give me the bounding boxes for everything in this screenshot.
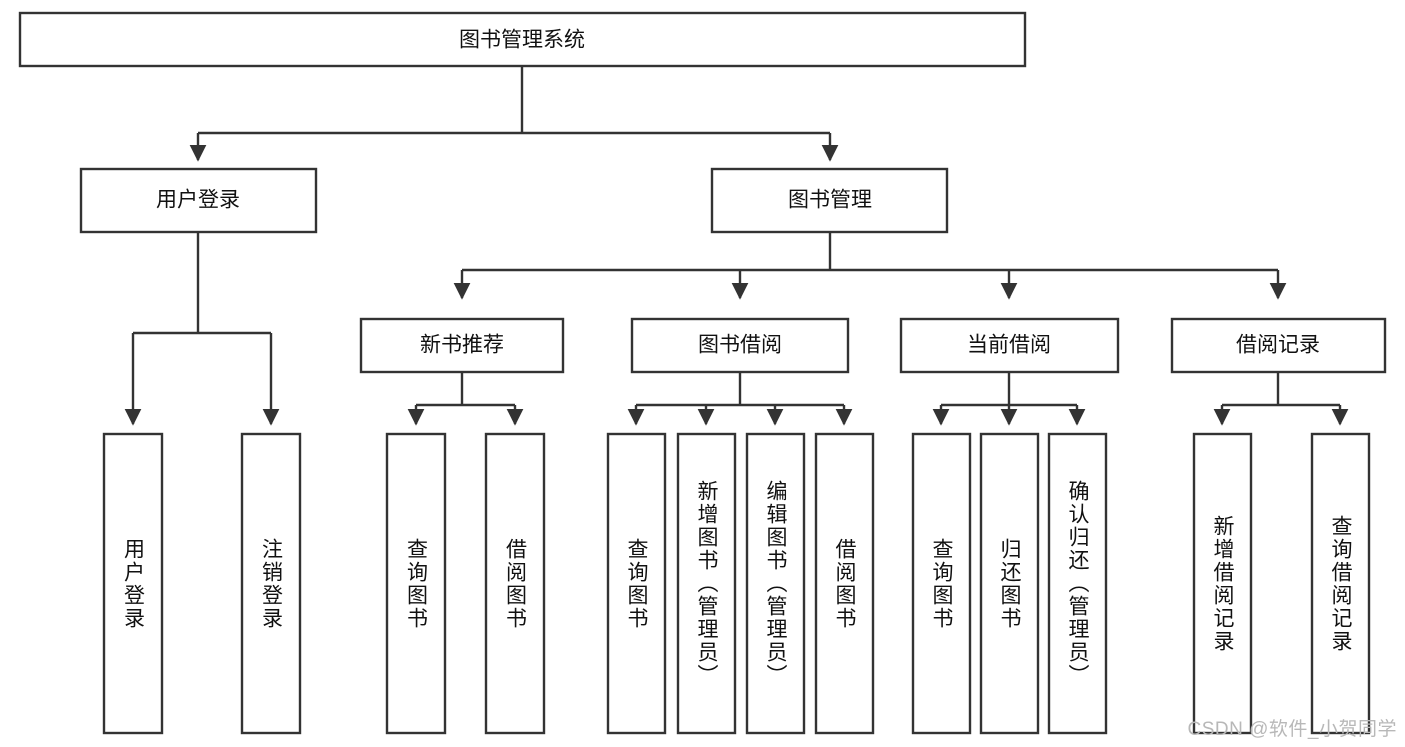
node-root[interactable]: 图书管理系统 bbox=[18, 11, 1027, 68]
node-book-manage[interactable]: 图书管理 bbox=[710, 167, 949, 234]
leaf-box-borrow-book-1[interactable] bbox=[484, 432, 546, 735]
leaf-box-add-book[interactable] bbox=[676, 432, 737, 735]
node-book-borrow-label: 图书借阅 bbox=[698, 334, 782, 357]
connector-bookborrow-to-leaves bbox=[627, 372, 853, 426]
node-current-borrow-label: 当前借阅 bbox=[967, 334, 1051, 357]
leaf-box-edit-book[interactable] bbox=[745, 432, 806, 735]
connector-borrowrecord-to-leaves bbox=[1213, 372, 1349, 426]
leaf-boxes bbox=[102, 432, 1371, 735]
leaf-box-return-book[interactable] bbox=[979, 432, 1040, 735]
leaf-box-add-record[interactable] bbox=[1192, 432, 1253, 735]
node-current-borrow[interactable]: 当前借阅 bbox=[899, 317, 1120, 374]
leaf-box-query-book-2[interactable] bbox=[606, 432, 667, 735]
leaf-box-query-record[interactable] bbox=[1310, 432, 1371, 735]
node-book-manage-label: 图书管理 bbox=[788, 189, 872, 212]
leaf-box-borrow-book-2[interactable] bbox=[814, 432, 875, 735]
node-borrow-record-label: 借阅记录 bbox=[1236, 334, 1320, 357]
connector-root-to-level2 bbox=[189, 66, 839, 162]
node-book-borrow[interactable]: 图书借阅 bbox=[630, 317, 850, 374]
node-new-book-recommend[interactable]: 新书推荐 bbox=[359, 317, 565, 374]
node-root-label: 图书管理系统 bbox=[459, 29, 585, 52]
node-user-login-label: 用户登录 bbox=[156, 189, 240, 212]
node-new-book-recommend-label: 新书推荐 bbox=[420, 334, 504, 357]
leaf-box-query-book-1[interactable] bbox=[385, 432, 447, 735]
watermark-text: CSDN @软件_小贺同学 bbox=[1187, 719, 1397, 740]
connector-userlogin-to-leaves bbox=[124, 232, 280, 426]
leaf-box-confirm-return[interactable] bbox=[1047, 432, 1108, 735]
node-borrow-record[interactable]: 借阅记录 bbox=[1170, 317, 1387, 374]
connector-newbook-to-leaves bbox=[407, 372, 524, 426]
leaf-box-query-book-3[interactable] bbox=[911, 432, 972, 735]
leaf-box-user-login[interactable] bbox=[102, 432, 164, 735]
leaf-box-logout[interactable] bbox=[240, 432, 302, 735]
connector-currentborrow-to-leaves bbox=[932, 372, 1086, 426]
connector-bookmanage-to-level3 bbox=[453, 232, 1287, 300]
node-user-login[interactable]: 用户登录 bbox=[79, 167, 318, 234]
